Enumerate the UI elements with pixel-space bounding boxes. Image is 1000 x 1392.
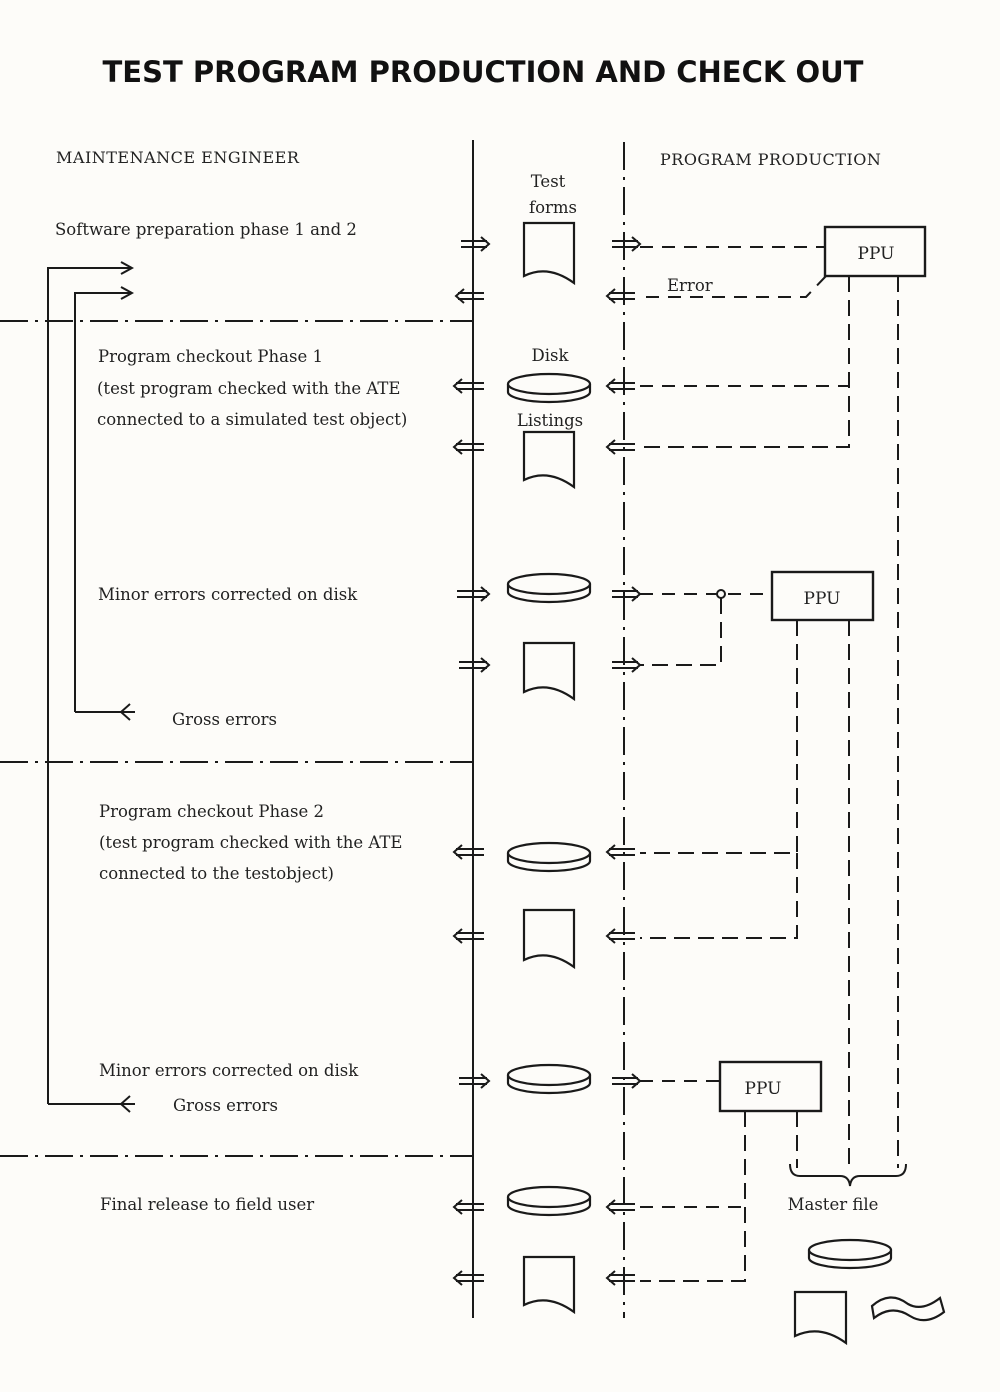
junction-dot	[716, 589, 726, 599]
gross-errors-2-arrowhead	[119, 1095, 131, 1113]
test-forms-label-line2: forms	[529, 198, 577, 217]
double-arrow-left	[452, 1270, 484, 1286]
error-label: Error	[667, 276, 713, 295]
double-arrow-left	[605, 439, 635, 455]
master-file-label: Master file	[788, 1195, 879, 1214]
document-icon	[522, 221, 576, 286]
double-arrow-left	[605, 928, 635, 944]
disk-icon	[506, 572, 592, 604]
step-minor-errors-1: Minor errors corrected on disk	[98, 585, 358, 604]
step-checkout-phase2-line2: (test program checked with the ATE	[99, 833, 402, 852]
double-arrow-left	[605, 378, 635, 394]
connector-ppu1-error	[640, 275, 827, 298]
connector-ppu2-listings-phase2	[640, 853, 798, 939]
connector-ppu2-disk-phase2	[640, 620, 798, 854]
double-arrow-left	[452, 844, 484, 860]
double-arrow-left	[452, 439, 484, 455]
double-arrow-right	[459, 657, 491, 673]
loop-back-arrow-inner	[74, 293, 132, 712]
double-arrow-right	[457, 586, 491, 602]
ppu-label-3: PPU	[745, 1079, 782, 1099]
double-arrow-right	[612, 586, 642, 602]
document-icon	[793, 1290, 848, 1346]
step-checkout-phase1-line3: connected to a simulated test object)	[97, 410, 407, 429]
disk-icon	[807, 1238, 893, 1270]
document-icon	[522, 908, 576, 970]
step-minor-errors-2: Minor errors corrected on disk	[99, 1061, 359, 1080]
double-arrow-left	[452, 378, 484, 394]
ppu-box-1	[823, 225, 927, 278]
step-software-preparation: Software preparation phase 1 and 2	[55, 220, 357, 239]
disk-icon	[506, 841, 592, 873]
step-checkout-phase1-line2: (test program checked with the ATE	[97, 379, 400, 398]
column-header-maintenance-engineer: MAINTENANCE ENGINEER	[56, 148, 300, 167]
step-checkout-phase2-title: Program checkout Phase 2	[99, 802, 324, 821]
ppu-box-3	[718, 1060, 823, 1113]
step-final-release: Final release to field user	[100, 1195, 314, 1214]
ppu-box-2	[770, 570, 875, 622]
double-arrow-left	[605, 1199, 635, 1215]
double-arrow-left	[454, 288, 484, 304]
master-file-brace	[789, 1163, 907, 1187]
page-title: TEST PROGRAM PRODUCTION AND CHECK OUT	[103, 55, 864, 89]
double-arrow-left	[452, 1199, 484, 1215]
step-gross-errors-1: Gross errors	[172, 710, 277, 729]
disk-icon	[506, 1063, 592, 1095]
step-checkout-phase1-title: Program checkout Phase 1	[98, 347, 323, 366]
double-arrow-left	[605, 288, 635, 304]
double-arrow-right	[459, 1073, 491, 1089]
loop-back-arrow-outer	[47, 268, 132, 1104]
double-arrow-right	[612, 657, 642, 673]
document-icon	[522, 641, 576, 702]
document-icon	[522, 430, 576, 490]
double-arrow-left	[605, 1270, 635, 1286]
tape-icon	[870, 1296, 946, 1322]
disk-label: Disk	[532, 346, 570, 365]
double-arrow-right	[612, 1073, 642, 1089]
connector-ppu2-forms	[640, 598, 722, 666]
ppu-label-2: PPU	[804, 589, 841, 609]
connector-ppu3-final	[640, 1111, 746, 1282]
listings-label: Listings	[517, 411, 583, 430]
ppu-label-1: PPU	[858, 244, 895, 264]
document-icon	[522, 1255, 576, 1315]
column-header-program-production: PROGRAM PRODUCTION	[660, 150, 881, 169]
double-arrow-right	[461, 236, 491, 252]
step-checkout-phase2-line3: connected to the testobject)	[99, 864, 334, 883]
disk-icon	[506, 372, 592, 404]
test-forms-label-line1: Test	[531, 172, 566, 191]
double-arrow-right	[612, 236, 642, 252]
connector-ppu1-listings	[640, 276, 850, 448]
double-arrow-left	[605, 844, 635, 860]
step-gross-errors-2: Gross errors	[173, 1096, 278, 1115]
double-arrow-left	[452, 928, 484, 944]
disk-icon	[506, 1185, 592, 1217]
gross-errors-1-arrowhead	[119, 703, 131, 721]
